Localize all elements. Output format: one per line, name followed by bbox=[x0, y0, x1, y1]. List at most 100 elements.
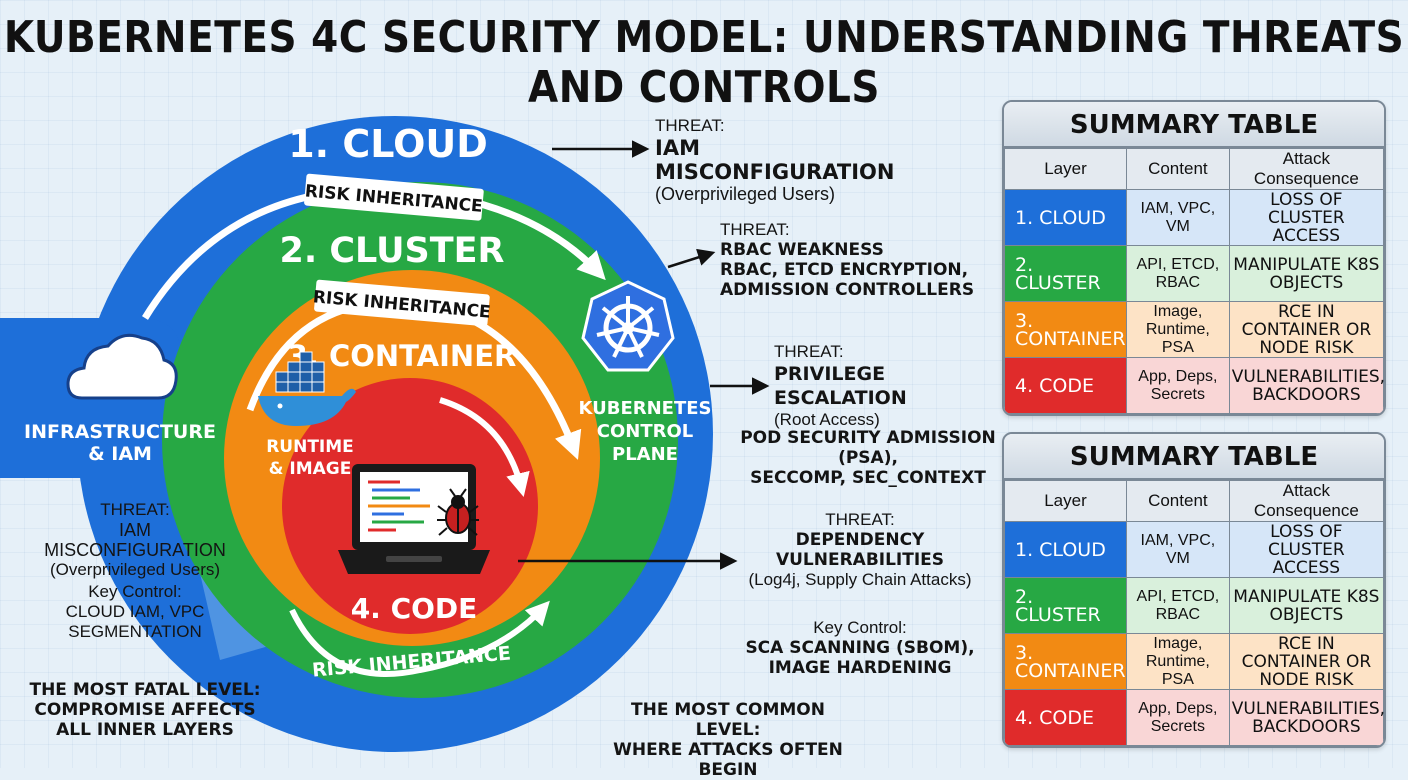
risk-arrow-container bbox=[439, 397, 530, 497]
table-1-cell-layer: 2. CLUSTER bbox=[1004, 245, 1127, 302]
code-threat-note: THREAT: DEPENDENCY VULNERABILITIES (Log4… bbox=[730, 510, 990, 590]
ring-label-cluster: 2. CLUSTER bbox=[280, 231, 505, 271]
left-fatal-note: THE MOST FATAL LEVEL: COMPROMISE AFFECTS… bbox=[20, 680, 270, 740]
left-fatal-line-2: COMPROMISE AFFECTS bbox=[34, 700, 256, 720]
table-2-cell-content: API, ETCD, RBAC bbox=[1125, 577, 1230, 634]
table-2-cell-consequence: LOSS OF CLUSTER ACCESS bbox=[1228, 521, 1384, 578]
table-row: 4. CODE App, Deps, Secrets VULNERABILITI… bbox=[1004, 357, 1384, 414]
callout-arrow-cluster bbox=[667, 248, 716, 269]
summary-table-1-title: SUMMARY TABLE bbox=[1004, 102, 1384, 148]
table-1-cell-layer: 3. CONTAINER bbox=[1004, 301, 1127, 358]
table-2-header-consequence: Attack Consequence bbox=[1228, 480, 1384, 522]
table-row: 3. CONTAINER Image, Runtime, PSA RCE IN … bbox=[1004, 633, 1384, 690]
ring-label-container: 3. CONTAINER bbox=[288, 339, 517, 373]
left-fatal-line-3: ALL INNER LAYERS bbox=[56, 720, 234, 740]
code-control-line-1: SCA SCANNING (SBOM), bbox=[745, 638, 975, 658]
code-threat-title-2: VULNERABILITIES bbox=[775, 550, 945, 570]
table-1-cell-consequence: RCE IN CONTAINER OR NODE RISK bbox=[1228, 301, 1384, 358]
table-1-cell-layer: 1. CLOUD bbox=[1004, 189, 1127, 246]
code-control-line-2: IMAGE HARDENING bbox=[768, 658, 952, 678]
code-threat-label: THREAT: bbox=[825, 510, 895, 529]
left-threat-title: IAM MISCONFIGURATION bbox=[44, 520, 226, 560]
cluster-threat-label: THREAT: bbox=[720, 220, 790, 239]
table-2-cell-layer: 3. CONTAINER bbox=[1004, 633, 1127, 690]
table-2-cell-content: Image, Runtime, PSA bbox=[1125, 633, 1230, 690]
ring-label-code: 4. CODE bbox=[351, 592, 478, 625]
code-threat-title-1: DEPENDENCY bbox=[795, 530, 925, 550]
infra-label-1: INFRASTRUCTURE bbox=[24, 421, 216, 443]
risk-banner-1: RISK INHERITANCE bbox=[304, 173, 484, 221]
table-1-header-layer: Layer bbox=[1004, 148, 1127, 190]
page-title: KUBERNETES 4C SECURITY MODEL: UNDERSTAND… bbox=[3, 12, 1405, 114]
table-2-cell-layer: 2. CLUSTER bbox=[1004, 577, 1127, 634]
left-control-line-1: CLOUD IAM, VPC bbox=[65, 602, 205, 621]
table-2-cell-consequence: VULNERABILITIES, BACKDOORS bbox=[1228, 689, 1384, 746]
code-control-note: Key Control: SCA SCANNING (SBOM), IMAGE … bbox=[740, 618, 980, 678]
cloud-threat-title: IAM MISCONFIGURATION bbox=[655, 136, 895, 184]
cluster-threat-title: RBAC WEAKNESS bbox=[720, 240, 884, 260]
cloud-threat-detail: (Overprivileged Users) bbox=[655, 184, 836, 204]
table-row: 1. CLOUD IAM, VPC, VM LOSS OF CLUSTER AC… bbox=[1004, 521, 1384, 578]
docker-whale-icon bbox=[258, 351, 356, 426]
common-level-note: THE MOST COMMON LEVEL: WHERE ATTACKS OFT… bbox=[596, 700, 860, 780]
table-2-cell-layer: 1. CLOUD bbox=[1004, 521, 1127, 578]
cluster-threat-line-2: RBAC, ETCD ENCRYPTION, bbox=[720, 260, 969, 280]
k8s-label-1: KUBERNETES bbox=[578, 398, 711, 419]
risk-banner-2: RISK INHERITANCE bbox=[312, 279, 491, 327]
table-2-cell-content: App, Deps, Secrets bbox=[1125, 689, 1230, 746]
k8s-label-3: PLANE bbox=[612, 444, 678, 465]
summary-table-2-title: SUMMARY TABLE bbox=[1004, 434, 1384, 480]
left-control-label: Key Control: bbox=[88, 582, 182, 601]
left-fatal-line-1: THE MOST FATAL LEVEL: bbox=[29, 680, 261, 700]
container-threat-label: THREAT: bbox=[774, 342, 844, 361]
table-1-cell-consequence: VULNERABILITIES, BACKDOORS bbox=[1228, 357, 1384, 414]
risk-arrow-bottom bbox=[289, 600, 550, 677]
code-threat-detail: (Log4j, Supply Chain Attacks) bbox=[748, 570, 972, 589]
left-threat-note: THREAT: IAM MISCONFIGURATION (Overprivil… bbox=[30, 500, 240, 580]
table-1-cell-content: IAM, VPC, VM bbox=[1125, 189, 1230, 246]
table-2-cell-content: IAM, VPC, VM bbox=[1125, 521, 1230, 578]
table-row: 2. CLUSTER API, ETCD, RBAC MANIPULATE K8… bbox=[1004, 245, 1384, 302]
container-threat-note: THREAT: PRIVILEGE ESCALATION (Root Acces… bbox=[774, 342, 994, 430]
table-2-cell-consequence: MANIPULATE K8S OBJECTS bbox=[1228, 577, 1384, 634]
common-level-line-1: THE MOST COMMON LEVEL: bbox=[631, 700, 825, 740]
docker-label-1: RUNTIME bbox=[266, 437, 354, 457]
container-control-line-1: POD SECURITY ADMISSION (PSA), bbox=[740, 428, 996, 468]
table-1-cell-content: Image, Runtime, PSA bbox=[1125, 301, 1230, 358]
common-level-line-2: WHERE ATTACKS OFTEN BEGIN bbox=[613, 740, 843, 780]
ring-label-cloud: 1. CLOUD bbox=[288, 122, 488, 166]
left-threat-label: THREAT: bbox=[100, 500, 170, 519]
docker-label-2: & IMAGE bbox=[269, 459, 352, 479]
table-2-cell-layer: 4. CODE bbox=[1004, 689, 1127, 746]
container-control-note: POD SECURITY ADMISSION (PSA), SECCOMP, S… bbox=[736, 428, 1000, 488]
summary-table-1: SUMMARY TABLE Layer Content Attack Conse… bbox=[1002, 100, 1386, 416]
table-1-header-consequence: Attack Consequence bbox=[1228, 148, 1384, 190]
cluster-threat-line-3: ADMISSION CONTROLLERS bbox=[720, 280, 975, 300]
cloud-threat-label: THREAT: bbox=[655, 116, 725, 135]
kubernetes-wheel-icon bbox=[581, 280, 675, 372]
table-1-cell-content: App, Deps, Secrets bbox=[1125, 357, 1230, 414]
table-row: 4. CODE App, Deps, Secrets VULNERABILITI… bbox=[1004, 689, 1384, 746]
cloud-threat-note: THREAT: IAM MISCONFIGURATION (Overprivil… bbox=[655, 116, 935, 204]
table-2-header-layer: Layer bbox=[1004, 480, 1127, 522]
infra-label-2: & IAM bbox=[88, 443, 152, 465]
cluster-threat-note: THREAT: RBAC WEAKNESS RBAC, ETCD ENCRYPT… bbox=[720, 220, 990, 300]
table-1-cell-layer: 4. CODE bbox=[1004, 357, 1127, 414]
table-2-header-content: Content bbox=[1125, 480, 1230, 522]
table-1-header-content: Content bbox=[1125, 148, 1230, 190]
table-row: 1. CLOUD IAM, VPC, VM LOSS OF CLUSTER AC… bbox=[1004, 189, 1384, 246]
table-row: 3. CONTAINER Image, Runtime, PSA RCE IN … bbox=[1004, 301, 1384, 358]
summary-table-2: SUMMARY TABLE Layer Content Attack Conse… bbox=[1002, 432, 1386, 748]
table-2-cell-consequence: RCE IN CONTAINER OR NODE RISK bbox=[1228, 633, 1384, 690]
table-row: 2. CLUSTER API, ETCD, RBAC MANIPULATE K8… bbox=[1004, 577, 1384, 634]
container-control-line-2: SECCOMP, SEC_CONTEXT bbox=[750, 468, 986, 488]
code-control-label: Key Control: bbox=[813, 618, 907, 637]
left-control-note: Key Control: CLOUD IAM, VPC SEGMENTATION bbox=[45, 582, 225, 642]
table-1-cell-consequence: LOSS OF CLUSTER ACCESS bbox=[1228, 189, 1384, 246]
table-1-cell-content: API, ETCD, RBAC bbox=[1125, 245, 1230, 302]
table-1-cell-consequence: MANIPULATE K8S OBJECTS bbox=[1228, 245, 1384, 302]
left-threat-detail: (Overprivileged Users) bbox=[49, 560, 221, 579]
container-threat-detail: (Root Access) bbox=[774, 410, 880, 429]
laptop-bug-icon bbox=[338, 464, 490, 574]
